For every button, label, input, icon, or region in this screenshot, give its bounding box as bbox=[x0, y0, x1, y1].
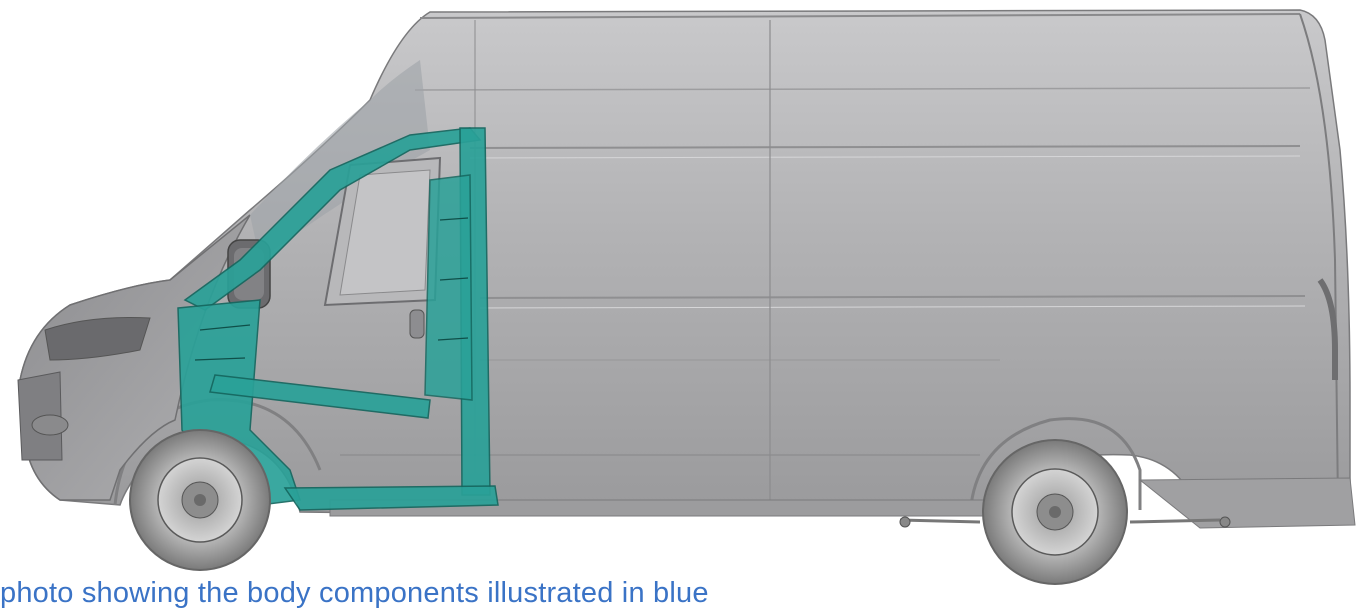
rear-wheel bbox=[982, 439, 1128, 585]
underbody bbox=[899, 516, 1231, 528]
image-caption: photo showing the body components illust… bbox=[0, 577, 709, 609]
cab-window bbox=[323, 156, 442, 339]
front-wheel bbox=[129, 429, 271, 571]
